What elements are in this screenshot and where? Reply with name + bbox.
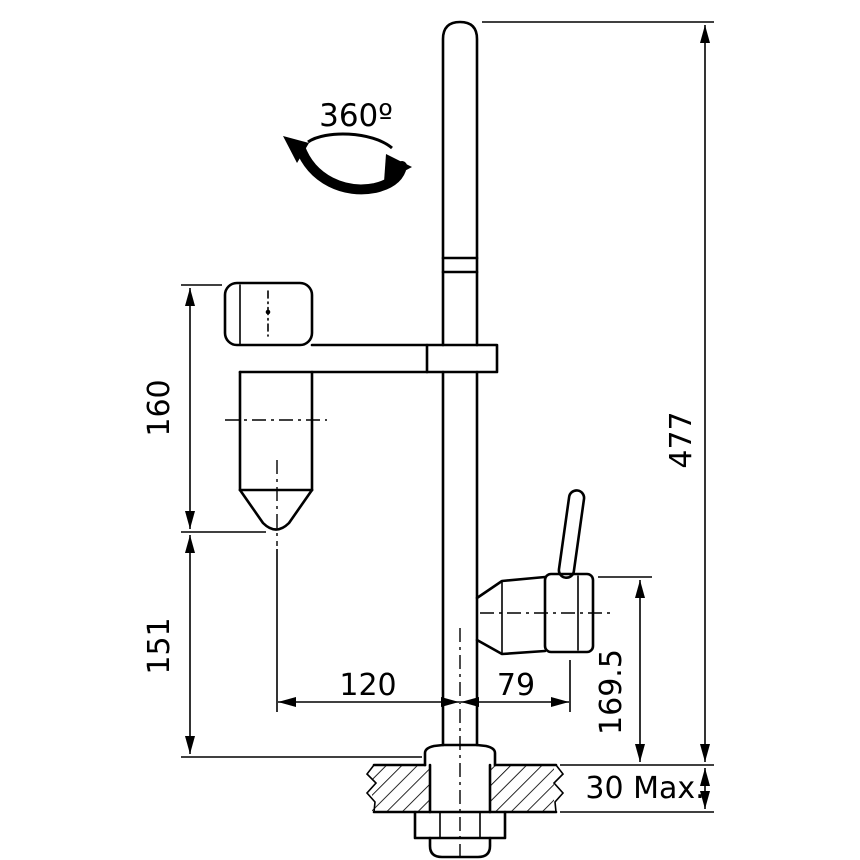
filter-cap bbox=[223, 281, 314, 347]
filter-tip bbox=[238, 488, 314, 531]
dim-handle-height-label: 169.5 bbox=[594, 649, 629, 735]
rotation-arrow bbox=[283, 132, 412, 195]
filter-unit bbox=[223, 281, 429, 546]
dim-filter-height-label: 160 bbox=[142, 379, 177, 436]
handle-assembly bbox=[475, 489, 612, 656]
rotation-arrowhead-left bbox=[283, 136, 309, 163]
spout-collar bbox=[425, 343, 499, 374]
cap-center-mark bbox=[265, 309, 271, 315]
counter-hatch-right bbox=[490, 766, 554, 811]
rotation-label: 360º bbox=[319, 98, 393, 134]
dim-spout-to-handle-label: 79 bbox=[497, 668, 535, 703]
lever-handle bbox=[557, 489, 586, 580]
countertop-section bbox=[365, 628, 565, 859]
dim-total-height-label: 477 bbox=[664, 411, 699, 468]
counter-hatch-left bbox=[372, 766, 430, 811]
break-line-left bbox=[365, 764, 378, 813]
dim-spout-to-filter-label: 120 bbox=[339, 668, 396, 703]
dim-counter-max-label: 30 Max. bbox=[585, 771, 704, 806]
break-line-right bbox=[552, 764, 565, 813]
spout-pipe bbox=[423, 20, 499, 767]
dim-lower-height-label: 151 bbox=[142, 617, 177, 674]
dimension-lines bbox=[181, 21, 714, 813]
rotation-arrowhead-right bbox=[384, 154, 412, 182]
